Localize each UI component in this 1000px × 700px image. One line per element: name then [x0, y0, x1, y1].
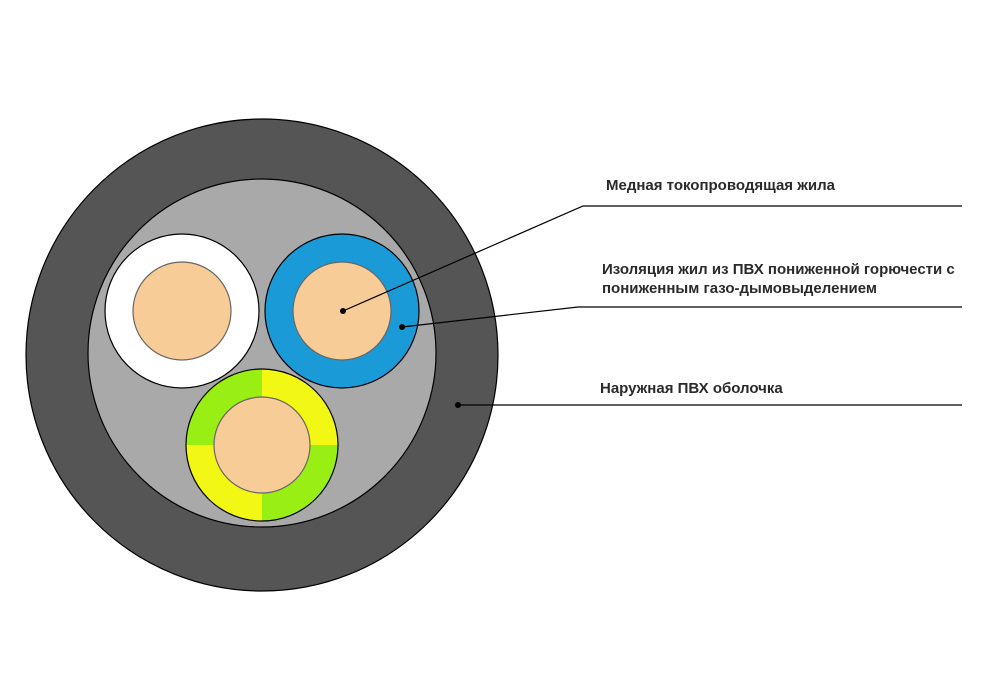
pointer-dot-sheath [455, 402, 461, 408]
label-insulation-line-2: пониженным газо-дымовыделением [602, 280, 877, 297]
core-yellow-green [185, 368, 339, 522]
leader-line-copper [342, 205, 962, 312]
copper-conductor-yellow-green-core [213, 396, 311, 494]
pointer-dot-insulation [399, 324, 405, 330]
leader-lines [342, 205, 962, 406]
label-insulation-line-1: Изоляция жил из ПВХ пониженной горючести… [602, 261, 955, 278]
leader-line-insulation [401, 306, 962, 328]
label-outer-sheath: Наружная ПВХ оболочка [600, 380, 783, 397]
core-white [104, 233, 260, 389]
label-copper-core: Медная токопроводящая жила [606, 177, 835, 194]
copper-conductor-white-core [132, 261, 232, 361]
pointer-dot-copper [340, 308, 346, 314]
insulation-outline [185, 368, 339, 522]
